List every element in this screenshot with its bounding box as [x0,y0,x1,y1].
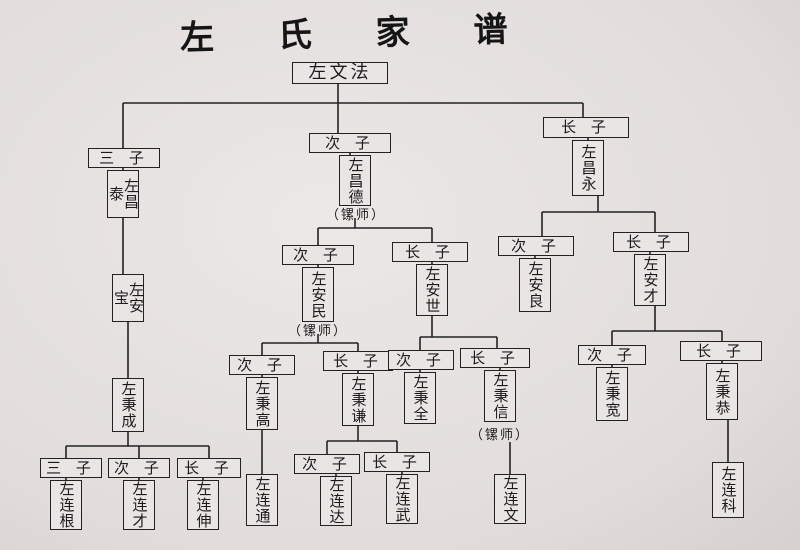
person-lian-gen: 左连根 [50,480,82,530]
person-lian-ke: 左连科 [712,462,744,518]
rank-label-eldest-son: 长 子 [613,232,689,252]
person-bing-kuan: 左秉宽 [596,367,628,421]
rank-label-second-son: 次 子 [108,458,170,478]
root-ancestor-box: 左文法 [292,62,388,84]
person-lian-wen: 左连文 [494,474,526,524]
person-chang-de: 左昌德 [339,155,371,206]
person-bing-xin: 左秉信 [484,370,516,422]
rank-label-third-son: 三 子 [88,148,160,168]
rank-label-third-son: 三 子 [40,458,102,478]
person-bing-cheng: 左秉成 [112,378,144,432]
occupation-note-an-min: （镙师） [288,324,349,339]
person-chang-tai: 左昌泰 [107,170,140,218]
rank-label-second-son: 次 子 [498,236,574,256]
rank-label-eldest-son: 长 子 [460,348,530,368]
rank-label-second-son: 次 子 [309,133,391,153]
person-lian-wu: 左连武 [386,474,418,524]
person-bing-qian: 左秉谦 [342,373,374,426]
person-bing-quan: 左秉全 [404,372,436,424]
rank-label-eldest-son: 长 子 [323,351,393,371]
rank-label-second-son: 次 子 [229,355,295,375]
person-bing-gao: 左秉高 [246,377,278,430]
rank-label-second-son: 次 子 [578,345,646,365]
rank-label-eldest-son: 长 子 [392,242,468,262]
occupation-note-bing-xin: （镙师） [470,428,531,443]
rank-label-eldest-son: 长 子 [177,458,241,478]
person-an-liang: 左安良 [519,258,551,312]
person-chang-yong: 左昌永 [572,140,604,196]
rank-label-second-son: 次 子 [282,245,354,265]
rank-label-eldest-son: 长 子 [543,117,629,138]
occupation-note-chang-de: （镙师） [326,208,387,223]
person-an-bao: 左安宝 [112,274,145,322]
person-lian-shen: 左连伸 [187,480,219,530]
person-lian-cai: 左连才 [123,480,155,530]
person-lian-da: 左连达 [320,476,352,526]
person-an-shi: 左安世 [416,264,448,316]
person-lian-tong: 左连通 [246,474,278,526]
rank-label-eldest-son: 长 子 [680,341,762,361]
person-bing-gong: 左秉恭 [706,363,738,420]
rank-label-eldest-son: 长 子 [364,452,430,472]
person-an-cai: 左安才 [634,254,666,306]
rank-label-second-son: 次 子 [294,454,360,474]
person-an-min: 左安民 [302,267,334,322]
rank-label-second-son: 次 子 [388,350,454,370]
